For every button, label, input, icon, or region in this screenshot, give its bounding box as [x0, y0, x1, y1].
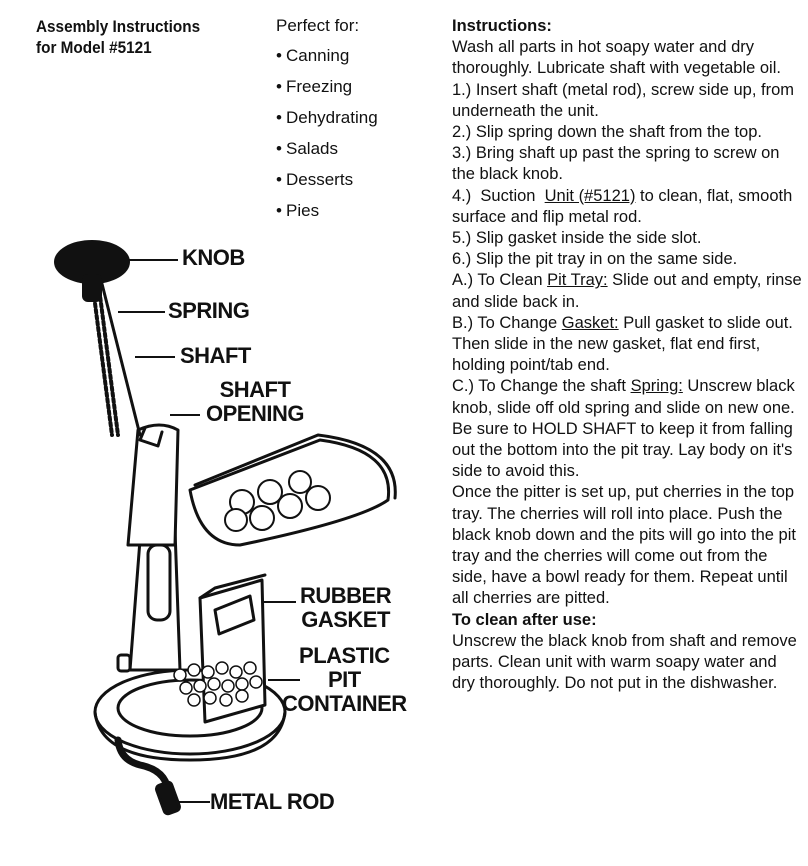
unit-model-text: Unit (#5121) — [544, 186, 636, 205]
list-item: •Salads — [276, 139, 338, 158]
cherry-pitter-illustration — [54, 240, 397, 816]
list-item: •Dehydrating — [276, 108, 378, 127]
bullet-icon: • — [276, 108, 282, 127]
bullet-icon: • — [276, 46, 282, 65]
bullet-icon: • — [276, 139, 282, 158]
bullet-icon: • — [276, 201, 282, 220]
perfect-for-list: Perfect for: •Canning •Freezing •Dehydra… — [276, 16, 378, 232]
spring-label: SPRING — [168, 298, 250, 323]
list-item: •Pies — [276, 201, 320, 220]
rubber-gasket-label: RUBBER GASKET — [300, 583, 392, 632]
step-1: 1.) Insert shaft (metal rod), screw side… — [452, 80, 795, 120]
instructions-intro: Wash all parts in hot soapy water and dr… — [452, 38, 781, 78]
instructions-column: Instructions: Wash all parts in hot soap… — [452, 16, 802, 695]
step-6: 6.) Slip the pit tray in on the same sid… — [452, 250, 738, 269]
step-2: 2.) Slip spring down the shaft from the … — [452, 123, 762, 142]
bullet-icon: • — [276, 77, 282, 96]
step-c: C.) To Change the shaft Spring: Unscrew … — [452, 377, 795, 481]
bullet-icon: • — [276, 170, 282, 189]
title-line-1: Assembly Instructions — [36, 17, 201, 36]
step-3: 3.) Bring shaft up past the spring to sc… — [452, 144, 780, 184]
step-4: 4.) Suction Unit (#5121) to clean, flat,… — [452, 186, 793, 226]
clean-paragraph: Unscrew the black knob from shaft and re… — [452, 631, 797, 693]
spring-text: Spring: — [630, 377, 683, 396]
step-a: A.) To Clean Pit Tray: Slide out and emp… — [452, 271, 802, 311]
step-b: B.) To Change Gasket: Pull gasket to sli… — [452, 313, 793, 375]
list-item: •Canning — [276, 46, 350, 65]
list-item: •Freezing — [276, 77, 353, 96]
pit-tray-text: Pit Tray: — [547, 271, 608, 290]
clean-heading: To clean after use: — [452, 610, 597, 629]
instructions-heading: Instructions: — [452, 17, 552, 35]
title-line-2: for Model #5121 — [36, 38, 152, 57]
perfect-for-title: Perfect for: — [276, 16, 360, 35]
plastic-pit-container-label: PLASTIC PIT CONTAINER — [282, 643, 407, 716]
shaft-label: SHAFT — [180, 343, 251, 368]
gasket-text: Gasket: — [561, 313, 619, 332]
cherry-pitter-diagram: KNOB SPRING SHAFT SHAFT OPENING RUBBER G… — [0, 200, 440, 866]
shaft-opening-label: SHAFT OPENING — [206, 377, 304, 426]
metal-rod-label: METAL ROD — [210, 789, 335, 814]
document-title: Assembly Instructions for Model #5121 — [36, 16, 200, 58]
setup-paragraph: Once the pitter is set up, put cherries … — [452, 483, 796, 608]
list-item: •Desserts — [276, 170, 354, 189]
knob-label: KNOB — [182, 245, 245, 270]
step-5: 5.) Slip gasket inside the side slot. — [452, 229, 702, 248]
